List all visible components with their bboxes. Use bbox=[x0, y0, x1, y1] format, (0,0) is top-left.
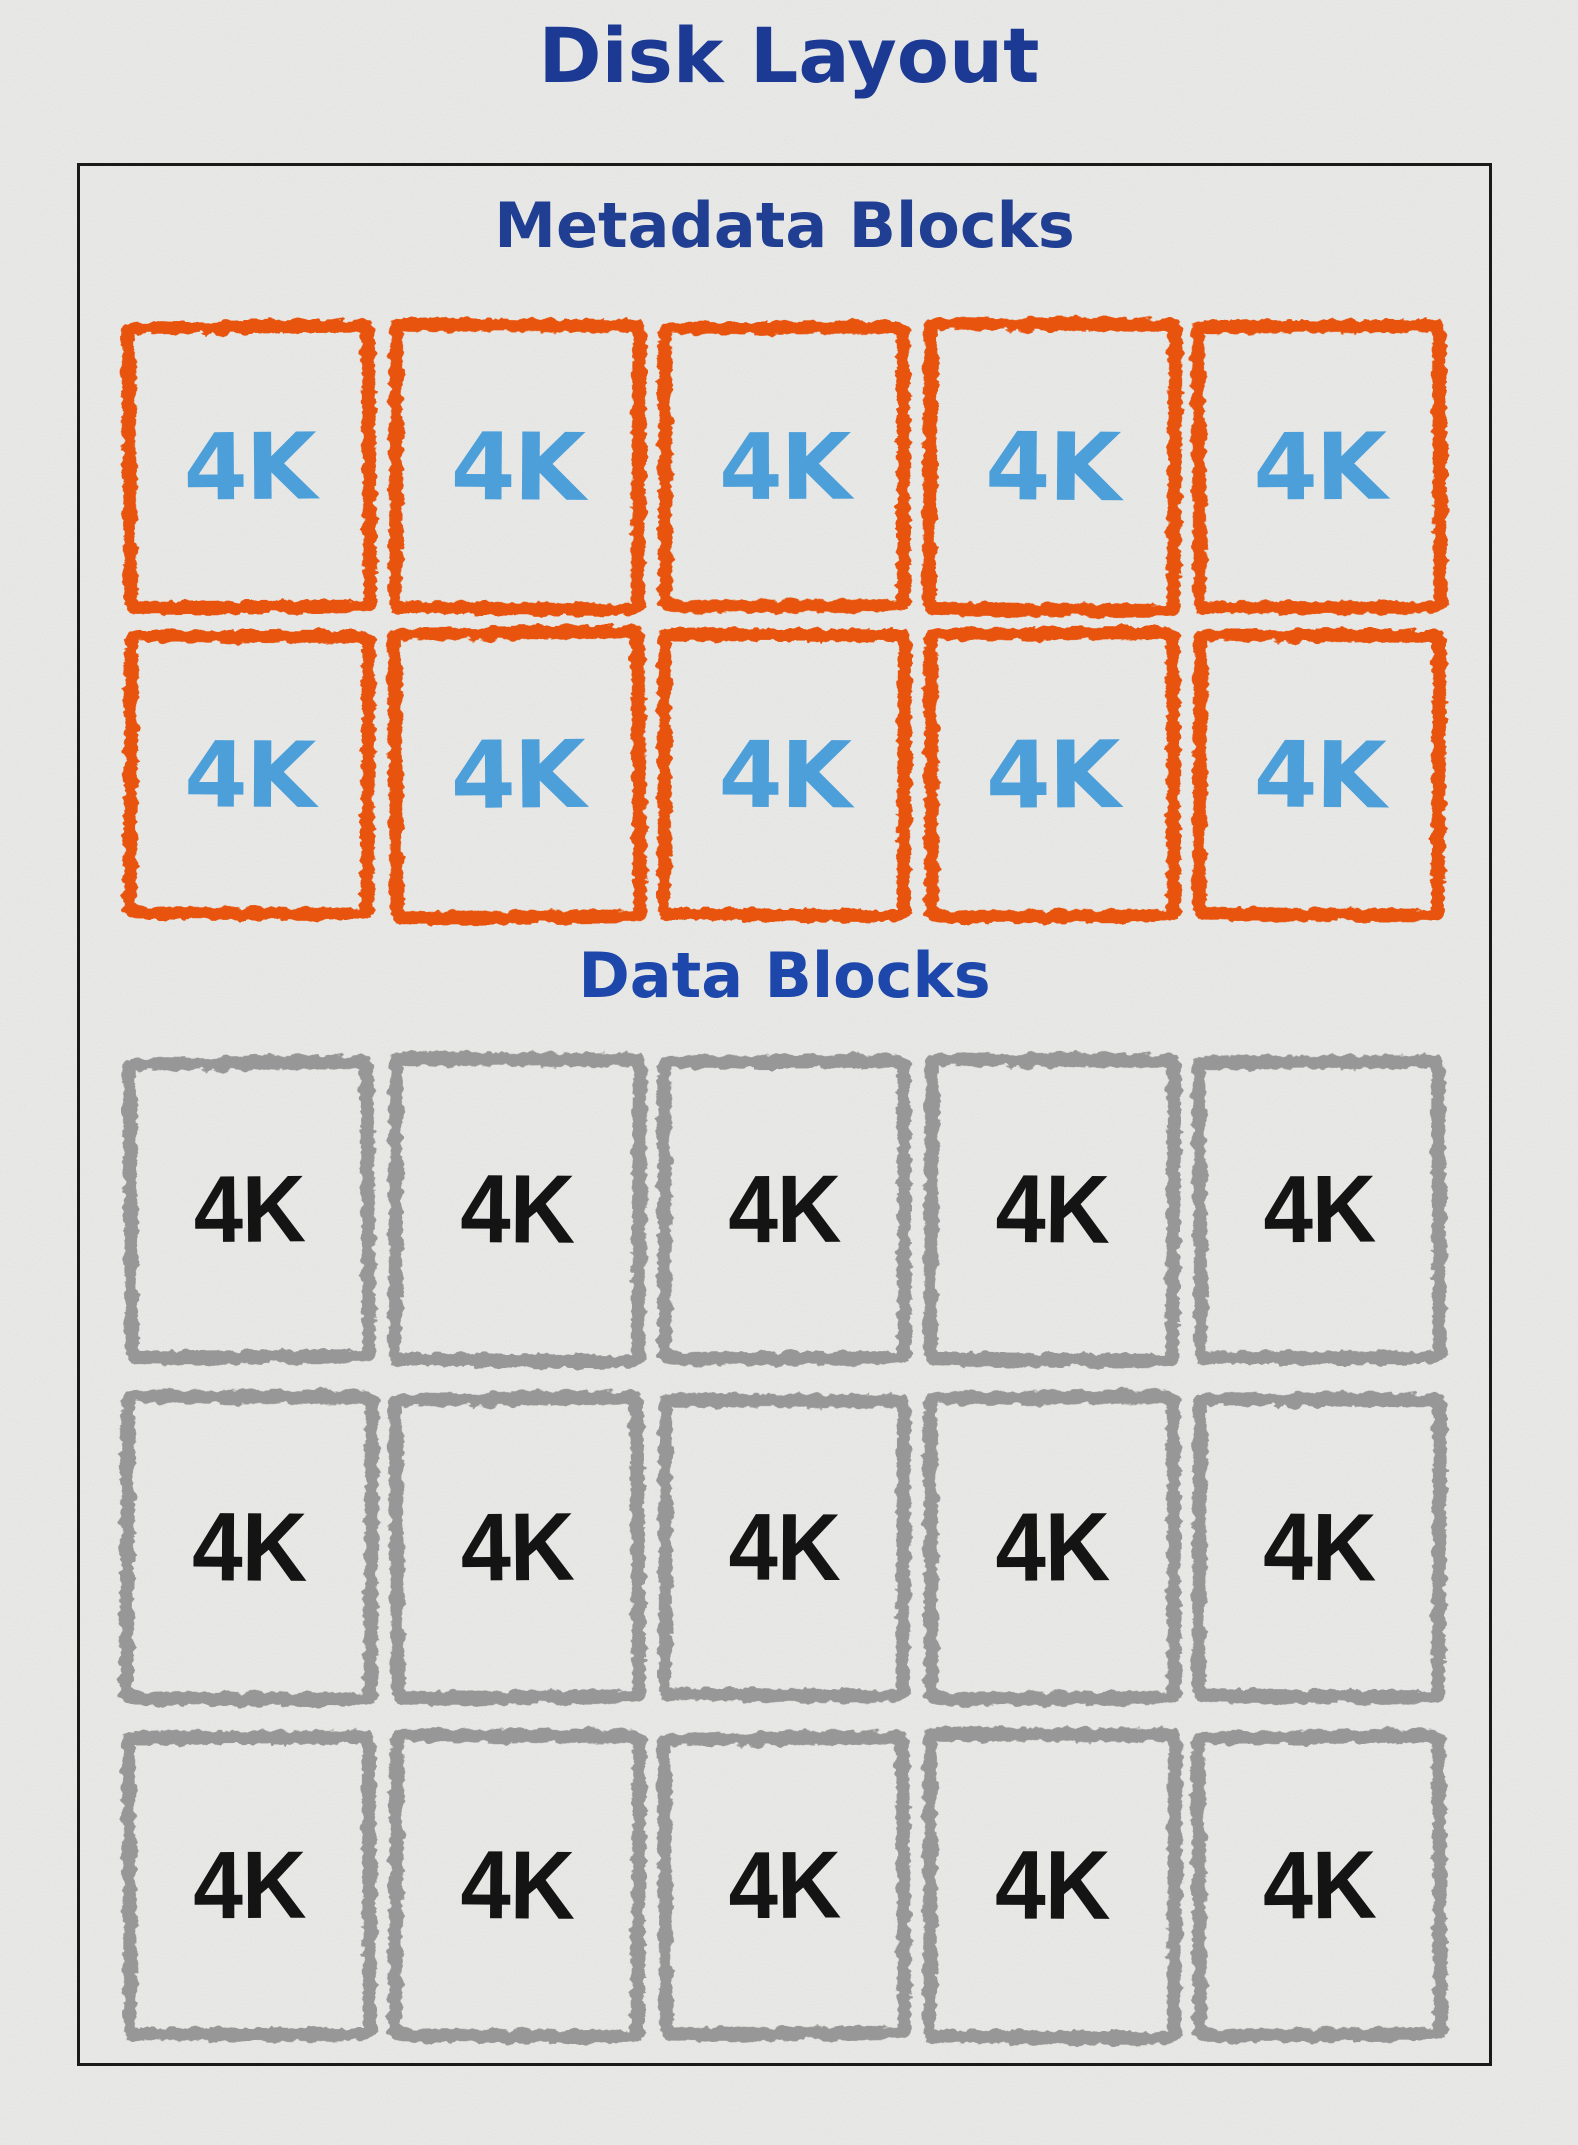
page-title: Disk Layout bbox=[538, 11, 1040, 100]
data-block-3: 4K bbox=[657, 1054, 912, 1367]
data-section-heading: Data Blocks bbox=[578, 939, 991, 1013]
data-grid: 4K 4K 4K 4K 4K 4K 4K 4K 4K 4K 4K 4K 4K 4K 4K bbox=[80, 1052, 1489, 2046]
metadata-block-9: 4K bbox=[923, 626, 1181, 924]
block-size-label: 4K bbox=[1262, 1831, 1377, 1941]
block-size-label: 4K bbox=[192, 1832, 306, 1940]
block-size-label: 4K bbox=[728, 1156, 841, 1264]
metadata-block-7: 4K bbox=[387, 625, 647, 925]
block-size-label: 4K bbox=[728, 1494, 841, 1602]
metadata-grid: 4K 4K 4K 4K 4K 4K 4K 4K 4K 4K bbox=[80, 316, 1489, 925]
metadata-block-4: 4K bbox=[921, 316, 1183, 618]
data-block-15: 4K bbox=[1191, 1729, 1449, 2044]
block-size-label: 4K bbox=[449, 720, 585, 831]
metadata-block-5: 4K bbox=[1191, 319, 1448, 615]
block-size-label: 4K bbox=[1263, 1493, 1377, 1602]
block-size-label: 4K bbox=[459, 1831, 575, 1941]
block-size-label: 4K bbox=[984, 412, 1120, 523]
data-block-11: 4K bbox=[122, 1730, 377, 2043]
block-size-label: 4K bbox=[184, 721, 315, 829]
data-block-8: 4K bbox=[658, 1393, 911, 1703]
block-size-label: 4K bbox=[459, 1155, 575, 1265]
metadata-block-10: 4K bbox=[1192, 628, 1447, 922]
data-block-7: 4K bbox=[388, 1391, 646, 1706]
data-block-13: 4K bbox=[657, 1731, 912, 2042]
metadata-block-6: 4K bbox=[123, 629, 376, 921]
block-size-label: 4K bbox=[459, 1493, 574, 1603]
block-size-label: 4K bbox=[985, 720, 1119, 830]
block-size-label: 4K bbox=[994, 1831, 1110, 1941]
block-size-label: 4K bbox=[193, 1156, 306, 1264]
data-block-5: 4K bbox=[1192, 1055, 1447, 1366]
block-size-label: 4K bbox=[1253, 721, 1386, 829]
metadata-section-heading: Metadata Blocks bbox=[494, 189, 1075, 262]
block-size-label: 4K bbox=[450, 412, 584, 522]
data-block-10: 4K bbox=[1191, 1392, 1448, 1705]
metadata-block-8: 4K bbox=[657, 628, 912, 923]
block-size-label: 4K bbox=[728, 1832, 841, 1940]
data-block-1: 4K bbox=[122, 1055, 376, 1365]
metadata-block-3: 4K bbox=[658, 321, 911, 614]
data-block-12: 4K bbox=[387, 1728, 647, 2045]
block-size-label: 4K bbox=[183, 413, 316, 522]
block-size-label: 4K bbox=[191, 1493, 307, 1603]
block-size-label: 4K bbox=[1253, 413, 1386, 522]
metadata-block-2: 4K bbox=[387, 318, 646, 617]
block-size-label: 4K bbox=[719, 413, 850, 521]
data-block-4: 4K bbox=[922, 1052, 1182, 1369]
block-size-label: 4K bbox=[1263, 1156, 1376, 1264]
data-block-9: 4K bbox=[922, 1390, 1182, 1707]
metadata-block-1: 4K bbox=[121, 319, 377, 615]
data-block-2: 4K bbox=[387, 1052, 647, 1369]
disk-layout-board: Metadata Blocks 4K 4K 4K 4K 4K 4K 4K 4K 4K 4K Dat… bbox=[77, 163, 1492, 2066]
block-size-label: 4K bbox=[994, 1493, 1110, 1603]
data-block-6: 4K bbox=[119, 1389, 379, 1708]
data-block-14: 4K bbox=[922, 1727, 1182, 2046]
block-size-label: 4K bbox=[718, 721, 851, 829]
block-size-label: 4K bbox=[994, 1155, 1110, 1265]
